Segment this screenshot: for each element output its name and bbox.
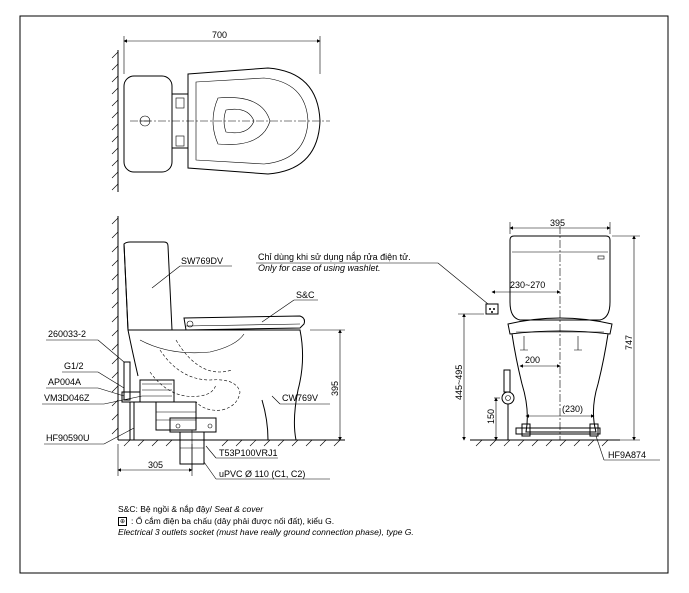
dim-front-150: 150 <box>486 409 496 424</box>
label-g12: G1/2 <box>64 361 84 371</box>
dim-front-height: 747 <box>624 335 634 350</box>
note-seat-cover-en: Seat & cover <box>214 504 264 514</box>
label-hf9a874: HF9A874 <box>608 450 646 460</box>
dim-top-width: 700 <box>212 30 227 40</box>
washlet-note-en: Only for case of using washlet. <box>258 263 381 273</box>
note-socket-vi: ⊕ : Ổ cắm điện ba chấu (dây phải được nối… <box>118 516 414 528</box>
notes-block: S&C: Bệ ngồi & nắp đậy/ Seat & cover ⊕ : … <box>118 504 414 539</box>
side-view: 395 305 SW769DV S&C CW769V 260033-2 G1/2… <box>42 216 345 480</box>
label-t53p100vrj1: T53P100VRJ1 <box>219 448 278 458</box>
dim-front-inner: 230~270 <box>510 280 545 290</box>
label-hf90590u: HF90590U <box>46 433 90 443</box>
top-view: 700 <box>111 30 330 192</box>
label-bowl: CW769V <box>282 393 318 403</box>
sheet-border <box>19 15 669 574</box>
label-vm3d046z: VM3D046Z <box>44 393 90 403</box>
dim-front-width: 395 <box>550 218 565 228</box>
note-seat-cover: S&C: Bệ ngồi & nắp đậy/ Seat & cover <box>118 504 414 516</box>
dim-side-offset: 305 <box>148 460 163 470</box>
label-tank: SW769DV <box>181 256 223 266</box>
label-260033-2: 260033-2 <box>48 329 86 339</box>
dim-front-seat: 445~495 <box>454 365 464 400</box>
washlet-note-vi: Chỉ dùng khi sử dụng nắp rửa điện tử. <box>258 252 411 262</box>
label-upvc: uPVC Ø 110 (C1, C2) <box>219 469 305 479</box>
dim-front-200: 200 <box>525 355 540 365</box>
front-view: 395 230~270 747 445~495 200 150 (230) HF… <box>256 218 660 461</box>
dim-front-230: (230) <box>562 404 583 414</box>
label-seat-cover: S&C <box>296 290 315 300</box>
label-ap004a: AP004A <box>48 377 81 387</box>
note-socket-vi-text: : Ổ cắm điện ba chấu (dây phải được nối … <box>131 515 335 526</box>
socket-icon: ⊕ <box>118 516 127 526</box>
dim-side-height: 395 <box>330 381 340 396</box>
note-socket-en: Electrical 3 outlets socket (must have r… <box>118 527 414 537</box>
note-seat-cover-vi: S&C: Bệ ngồi & nắp đậy/ <box>118 504 215 514</box>
